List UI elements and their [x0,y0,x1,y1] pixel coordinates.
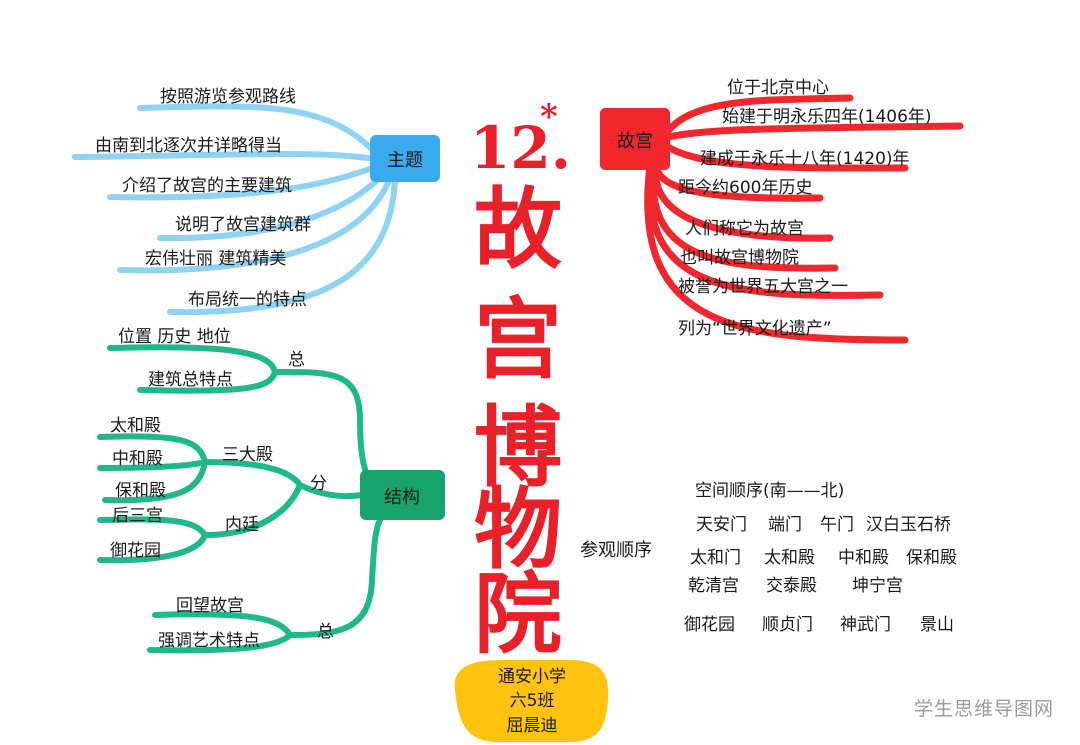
author-blob [454,660,609,742]
sanda-label: 三大殿 [222,445,273,465]
zong-top-label: 总 [288,350,305,370]
fen-label: 分 [310,474,327,494]
author-badge: 通安小学 六5班 屈晨迪 [454,660,609,742]
structure-node-label: 结构 [384,487,420,508]
sanda-item-1: 太和殿 [110,416,161,436]
zong-top-item-2: 建筑总特点 [148,370,233,390]
order-r2-c2: 太和殿 [764,548,815,568]
neiting-item-2: 御花园 [110,541,161,561]
theme-item-1: 按照游览参观路线 [160,87,296,107]
order-r3-c1: 乾清宫 [688,576,739,596]
palace-node-box [600,108,670,170]
author-line-1: 通安小学 [498,667,566,687]
title-char-4: 物 [474,477,562,581]
order-r3-c3: 坤宁宫 [852,576,903,596]
order-r1-c2: 端门 [768,515,802,535]
center-title: 12. * 故 宫 博 物 院 [470,97,571,666]
order-r3-c2: 交泰殿 [766,576,817,596]
theme-node-label: 主题 [387,150,423,171]
palace-item-4: 距今约600年历史 [678,178,812,198]
structure-node-box [360,470,445,520]
title-star: * [540,97,558,137]
neiting-label: 内廷 [225,515,259,535]
watermark: 学生思维导图网 [913,698,1054,720]
order-r4-c3: 神武门 [840,615,891,635]
order-label: 参观顺序 [580,540,652,561]
theme-item-3: 介绍了故宫的主要建筑 [122,176,292,196]
theme-item-2: 由南到北逐次并详略得当 [95,136,282,156]
title-char-5: 院 [474,562,562,666]
order-r2-c3: 中和殿 [838,548,889,568]
order-r2-c4: 保和殿 [906,548,957,568]
neiting-item-1: 后三宫 [112,506,163,526]
zong-top-item-1: 位置 历史 地位 [118,327,231,347]
order-r1-c3: 午门 [820,515,854,535]
palace-item-8: 列为“世界文化遗产” [678,319,832,339]
theme-branch-lines [72,103,398,316]
title-number: 12. [470,114,571,182]
order-r4-c4: 景山 [920,615,954,635]
theme-item-6: 布局统一的特点 [188,290,307,310]
author-line-3: 屈晨迪 [507,716,558,736]
theme-item-4: 说明了故宫建筑群 [175,215,311,235]
order-r4-c1: 御花园 [684,615,735,635]
zong-bottom-item-2: 强调艺术特点 [158,631,260,651]
order-r2-c1: 太和门 [690,548,741,568]
order-r1-c4: 汉白玉石桥 [866,515,951,535]
title-char-2: 宫 [474,287,562,391]
palace-item-6: 也叫故宫博物院 [680,248,799,268]
author-line-2: 六5班 [510,691,555,711]
sanda-item-2: 中和殿 [112,449,163,469]
zong-bottom-item-1: 回望故宫 [176,596,244,616]
sanda-item-3: 保和殿 [115,481,166,501]
order-heading: 空间顺序(南——北) [695,481,844,501]
palace-item-7: 被誉为世界五大宫之一 [678,277,848,297]
palace-item-3: 建成于永乐十八年(1420)年 [700,149,910,169]
zong-bottom-label: 总 [317,622,334,642]
order-r4-c2: 顺贞门 [762,615,813,635]
palace-item-1: 位于北京中心 [727,78,829,98]
order-r1-c1: 天安门 [696,515,747,535]
title-char-1: 故 [474,177,562,281]
palace-item-2: 始建于明永乐四年(1406年) [722,107,932,127]
title-char-3: 博 [474,395,562,499]
palace-branch-lines [644,94,964,344]
palace-node-label: 故宫 [617,131,653,152]
theme-node-box [370,135,440,182]
theme-item-5: 宏伟壮丽 建筑精美 [145,249,286,269]
palace-item-5: 人们称它为故宫 [685,219,804,239]
